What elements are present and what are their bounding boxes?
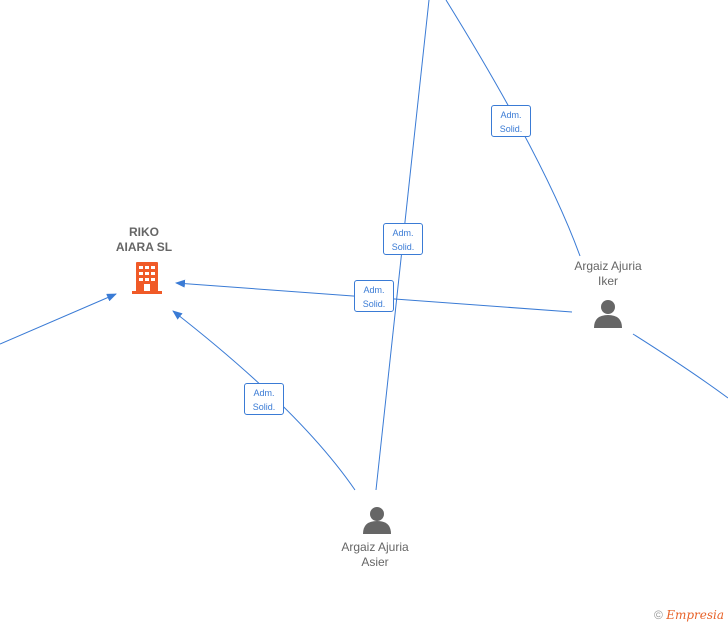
edge-role-line1: Adm. [500,110,522,120]
person-name-line1: Argaiz Ajuria [341,540,409,554]
edge-role-label[interactable]: Adm. Solid. [244,383,284,415]
edge-role-label[interactable]: Adm. Solid. [354,280,394,312]
edge-iker-to-right [632,333,728,399]
footer-credit[interactable]: © Empresia [654,608,724,622]
edge-role-line2: Solid. [391,242,415,252]
edge-role-line2: Solid. [252,402,276,412]
edge-role-line1: Adm. [363,285,385,295]
person-name-line2: Asier [361,555,389,569]
person-name-asier[interactable]: Argaiz Ajuria Asier [325,540,425,570]
edge-role-label[interactable]: Adm. Solid. [491,105,531,137]
brand-logo: Empresia [666,608,724,622]
company-name[interactable]: RIKO AIARA SL [104,225,184,255]
edge-role-line1: Adm. [253,388,275,398]
edge-role-line1: Adm. [392,228,414,238]
company-name-line1: RIKO [129,225,159,239]
edge-role-line2: Solid. [362,299,386,309]
building-icon[interactable] [132,262,162,294]
company-name-line2: AIARA SL [115,240,173,254]
edge-iker-to-top [445,0,581,257]
copyright-symbol: © [654,608,663,622]
edge-role-line2: Solid. [499,124,523,134]
edge-role-label[interactable]: Adm. Solid. [383,223,423,255]
person-icon[interactable] [363,507,391,534]
person-name-line2: Iker [597,274,618,288]
edge-left-to-company [0,293,117,345]
person-name-line1: Argaiz Ajuria [574,259,642,273]
person-icon[interactable] [594,300,622,328]
person-name-iker[interactable]: Argaiz Ajuria Iker [558,259,658,289]
